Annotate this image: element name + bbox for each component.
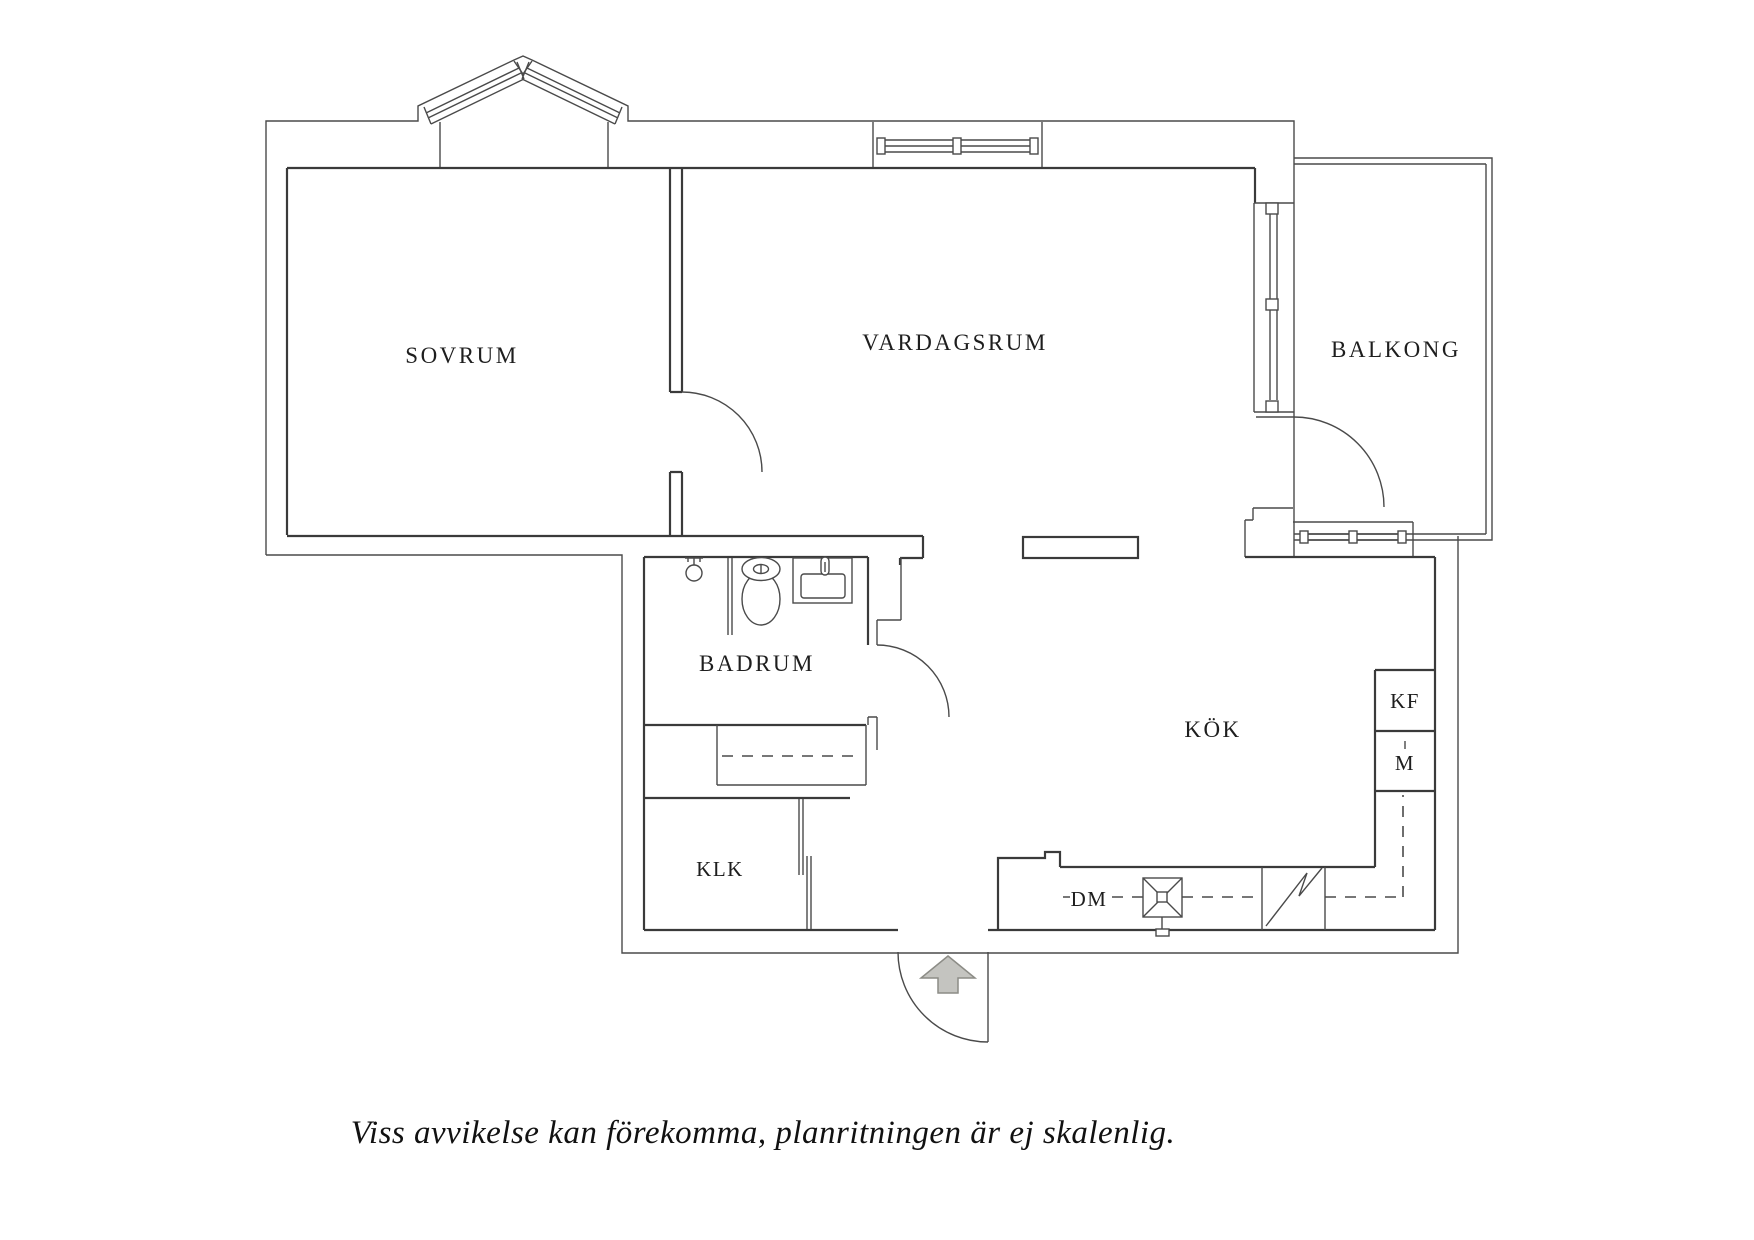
appliance-label-kf: KF [1390,689,1420,713]
kitchen-fixtures [1063,741,1406,937]
appliance-label-dm: DM [1071,887,1108,911]
badrum-door-arc [876,644,950,718]
shower-screen [727,558,733,635]
shower-icon [685,557,703,582]
doors [681,391,989,1043]
room-label-kok: KÖK [1184,717,1241,742]
disclaimer-caption: Viss avvikelse kan förekomma, planritnin… [351,1115,1176,1151]
entry-direction-arrow [918,955,978,994]
room-label-klk: KLK [696,857,744,881]
appliance-label-m: M [1395,751,1415,775]
kitchen-sink-icon [1142,877,1183,937]
wall-pier [1021,535,1140,560]
bay-window [423,60,623,168]
balcony-window [1253,168,1294,418]
bathroom-fixtures [685,556,853,635]
kitchen-window [1293,521,1414,557]
room-label-balkong: BALKONG [1331,337,1461,362]
exterior-walls [265,55,1459,954]
room-label-sovrum: SOVRUM [405,343,518,368]
counter-dashed-line [1063,795,1404,898]
bathroom-sink-icon [792,556,853,604]
room-label-badrum: BADRUM [699,651,815,676]
interior-walls [285,166,1437,932]
balcony-door-arc [1293,416,1385,508]
stove-icon [1261,867,1326,930]
entry-door-arc [897,951,989,1043]
living-room-top-window [872,122,1043,168]
toilet-icon [741,556,781,626]
klk-sliding-door [798,799,812,929]
sovrum-door-arc [681,391,763,473]
room-label-vardagsrum: VARDAGSRUM [862,330,1048,355]
balcony-door [1244,416,1385,557]
